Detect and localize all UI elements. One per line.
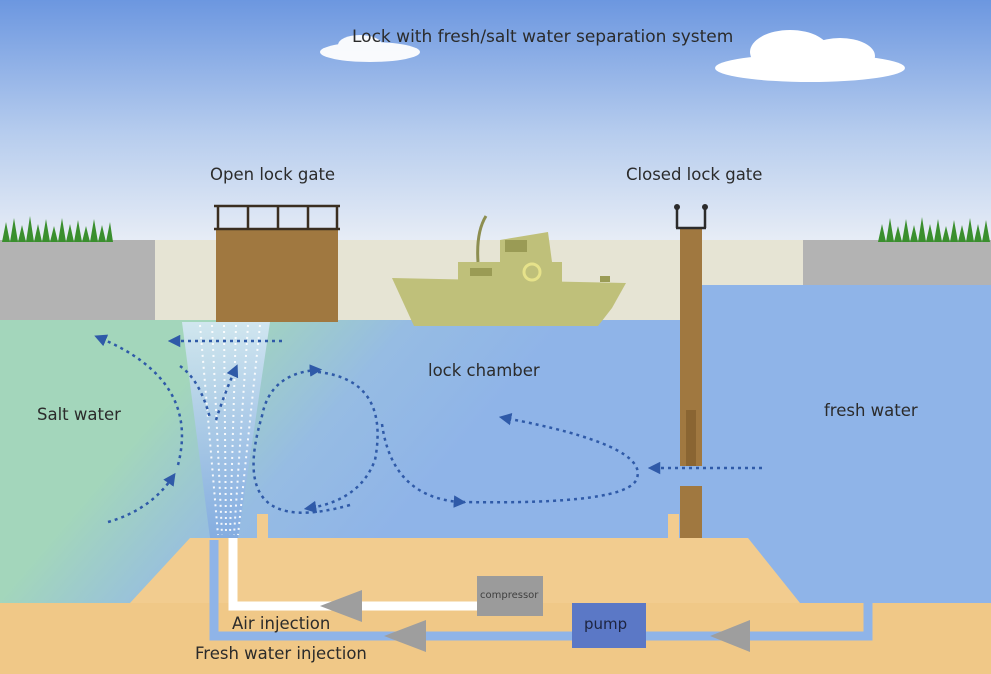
flow-arrows: [94, 334, 762, 524]
pump-box: [572, 603, 646, 648]
diagram-title: Lock with fresh/salt water separation sy…: [352, 27, 734, 47]
lock-chamber-label: lock chamber: [428, 361, 540, 380]
pipe-arrows: [320, 590, 750, 652]
air-bubble-lines: [199, 324, 261, 536]
air-pipe: [228, 538, 478, 611]
fresh-water-label: fresh water: [824, 401, 918, 420]
pump-label: pump: [584, 615, 628, 633]
left-quay: [0, 240, 155, 322]
sill-left: [257, 514, 268, 540]
closed-lock-gate: [674, 204, 708, 538]
compressor-label: compressor: [480, 590, 539, 601]
open-lock-gate-label: Open lock gate: [210, 165, 336, 184]
grass-right: [878, 217, 990, 242]
boat: [392, 215, 626, 326]
fresh-water-pipe: [209, 540, 873, 641]
open-lock-gate: [214, 204, 340, 322]
right-quay: [803, 240, 991, 285]
air-injection-label: Air injection: [232, 614, 331, 633]
sill-right: [668, 514, 679, 540]
cloud-left: [320, 35, 420, 62]
cloud-right: [715, 30, 905, 82]
compressor-box: [477, 576, 543, 616]
injection-plume: [182, 322, 270, 538]
closed-lock-gate-label: Closed lock gate: [626, 165, 763, 184]
fresh-water-injection-label: Fresh water injection: [195, 644, 367, 663]
grass-left: [2, 216, 113, 242]
salt-water-label: Salt water: [37, 405, 121, 424]
